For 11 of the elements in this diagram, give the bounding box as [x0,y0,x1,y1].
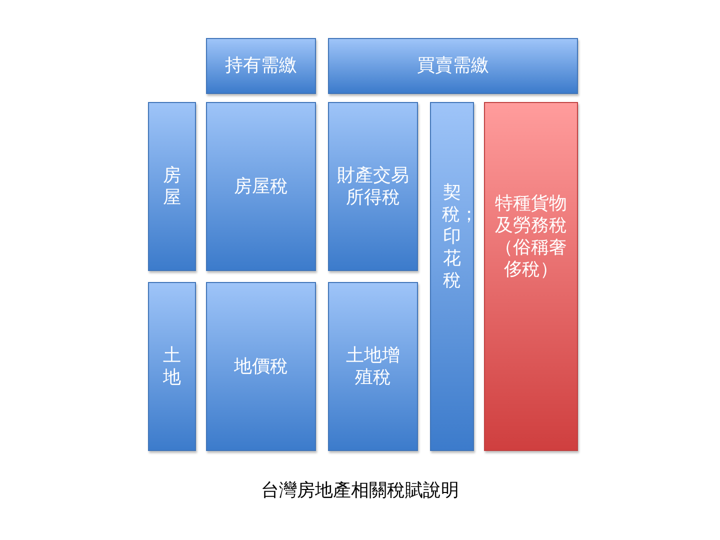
tax-box: 特種貨物及勞務稅（俗稱奢侈稅） [484,102,578,451]
tax-box: 財產交易所得稅 [328,102,418,271]
row-label-box: 房屋 [148,102,196,271]
row-label-box: 土地 [148,282,196,451]
header-bar: 持有需繳 [206,38,316,94]
tax-box: 房屋稅 [206,102,316,271]
tax-box: 地價稅 [206,282,316,451]
tax-box: 土地增殖稅 [328,282,418,451]
caption: 台灣房地產相關稅賦說明 [261,480,459,501]
tax-box: 契稅；印花稅 [430,102,474,451]
header-bar: 買賣需繳 [328,38,578,94]
